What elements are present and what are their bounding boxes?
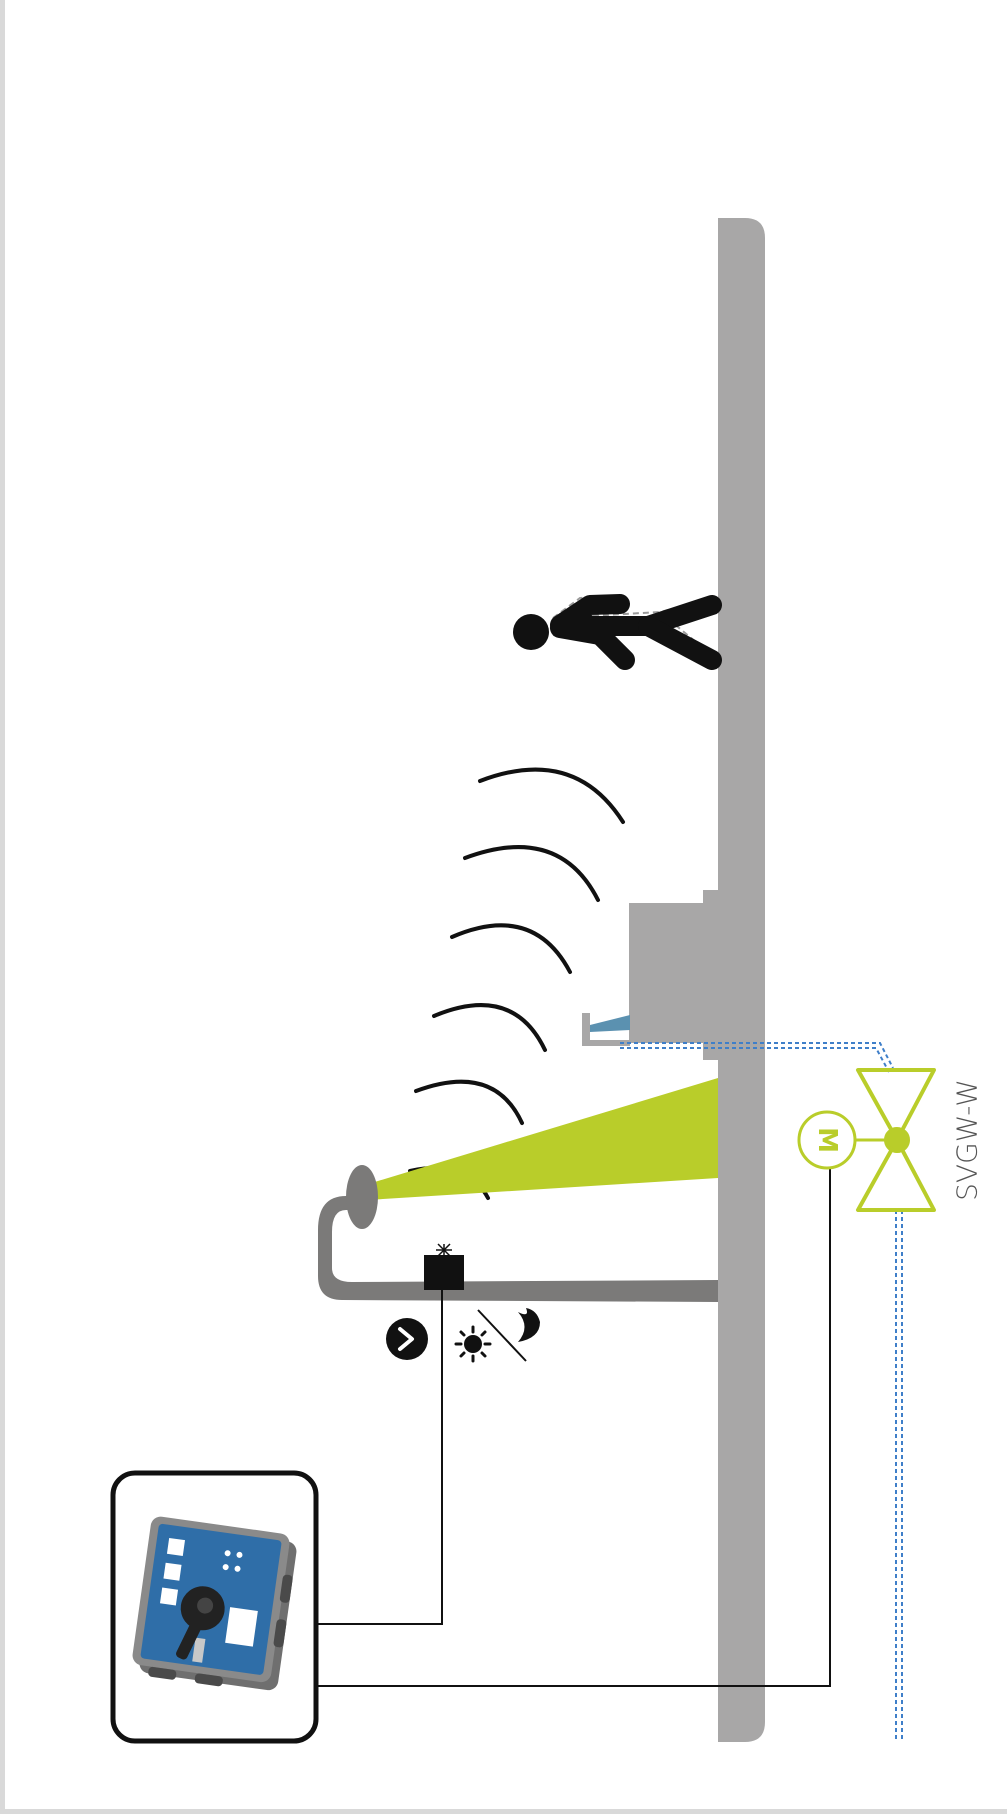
sun-moon-icon xyxy=(456,1308,540,1361)
lamp-head xyxy=(346,1165,378,1229)
motor-letter: M xyxy=(812,1127,842,1153)
sensor-sparkle-icon xyxy=(436,1244,452,1256)
person-walking-icon xyxy=(513,596,715,664)
page-edge xyxy=(0,0,5,1814)
chevron-right-circle-icon xyxy=(386,1318,428,1360)
ground-slab xyxy=(718,218,765,1742)
valve-label: SVGW-W xyxy=(951,1079,984,1201)
lamp-light-beam xyxy=(368,1078,718,1200)
control-box-icon xyxy=(113,1473,316,1741)
sprinkler-housing xyxy=(582,890,721,1060)
nozzle-spray xyxy=(590,1015,630,1032)
motor-icon: M xyxy=(799,1112,897,1168)
light-sensor-box xyxy=(424,1255,464,1290)
page-edge-bottom xyxy=(0,1809,1007,1814)
